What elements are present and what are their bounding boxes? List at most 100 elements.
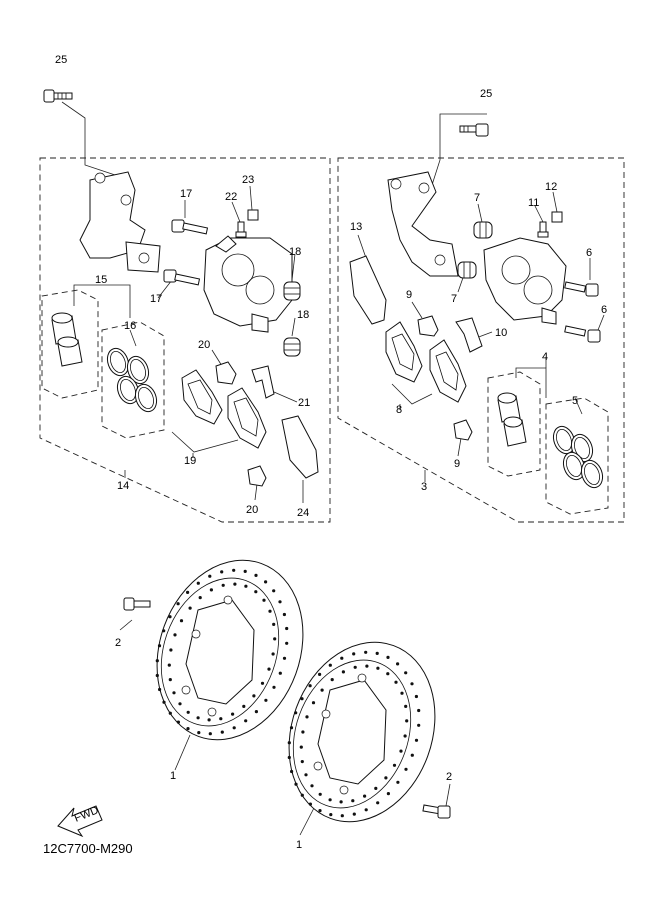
bleed-cap-right — [551, 211, 563, 223]
bleed-screw-right — [537, 221, 549, 238]
disc-hole — [364, 808, 368, 812]
callout-7: 7 — [451, 293, 457, 305]
disc-hole — [155, 659, 159, 663]
disc-hole — [290, 769, 294, 774]
disc-hole — [172, 691, 176, 695]
disc-hole — [404, 767, 408, 771]
disc-hole — [252, 694, 256, 698]
disc-hole — [198, 596, 202, 600]
pad-support-left — [251, 365, 275, 399]
disc-hole — [404, 704, 408, 709]
disc-hole — [167, 663, 171, 667]
disc-hole — [329, 813, 333, 817]
disc-hole — [330, 678, 334, 682]
seal-kit-box-left — [101, 321, 165, 439]
callout-6: 6 — [601, 304, 607, 316]
disc-hole — [410, 682, 414, 686]
callout-1: 1 — [296, 839, 302, 851]
seals-left — [106, 347, 158, 413]
callout-25: 25 — [55, 54, 67, 66]
pin-boot-upper-right — [473, 221, 493, 239]
disc-hole — [289, 726, 294, 730]
caliper-mounting-bolt-right — [459, 123, 489, 137]
disc-hole — [264, 698, 268, 702]
disc-hole — [260, 681, 265, 685]
disc-hole — [417, 723, 421, 727]
callout-15: 15 — [95, 274, 107, 286]
disc-bolt-left — [123, 597, 151, 611]
disc-hole — [168, 615, 172, 619]
callout-7: 7 — [474, 192, 480, 204]
disc-hole — [196, 581, 200, 585]
brake-pad-set-left — [181, 369, 267, 449]
disc-hole — [254, 710, 258, 714]
disc-hole — [363, 794, 367, 798]
callout-16: 16 — [124, 320, 136, 332]
disc-hole — [233, 582, 237, 586]
callout-13: 13 — [350, 221, 362, 233]
callout-24: 24 — [297, 507, 309, 519]
disc-hole — [320, 688, 324, 692]
disc-hole — [208, 732, 212, 736]
disc-hole — [155, 673, 159, 678]
disc-hole — [399, 749, 403, 753]
disc-hole — [300, 793, 304, 797]
disc-hole — [232, 726, 236, 730]
callout-25: 25 — [480, 88, 492, 100]
disc-hole — [285, 626, 289, 631]
disc-hole — [242, 704, 246, 709]
disc-hole — [318, 672, 322, 677]
piston-set-box-right — [487, 371, 541, 477]
brake-disc-left — [155, 559, 304, 741]
seals-right — [552, 425, 604, 489]
disc-hole — [318, 792, 322, 796]
caliper-body-left — [203, 235, 293, 333]
disc-hole — [186, 727, 190, 731]
pad-support-right — [455, 317, 483, 353]
disc-hole — [278, 671, 282, 675]
callout-23: 23 — [242, 174, 254, 186]
disc-hole — [267, 667, 271, 671]
diagram-code: 12C7700-M290 — [43, 841, 133, 856]
caliper-pin-upper-right — [564, 281, 599, 297]
disc-hole — [396, 662, 400, 666]
caliper-body-right — [483, 237, 567, 325]
disc-hole — [209, 588, 213, 592]
disc-hole — [271, 652, 275, 656]
disc-hole — [243, 569, 247, 574]
disc-hole — [188, 606, 192, 610]
disc-hole — [221, 583, 225, 587]
pistons-right — [497, 392, 527, 447]
disc-hole — [186, 710, 190, 714]
disc-hole — [353, 665, 357, 669]
disc-hole — [392, 763, 397, 767]
disc-hole — [351, 799, 355, 803]
callout-19: 19 — [184, 455, 196, 467]
disc-hole — [410, 753, 414, 757]
disc-hole — [375, 651, 379, 656]
disc-hole — [244, 719, 248, 723]
disc-hole — [178, 702, 182, 706]
disc-hole — [404, 671, 408, 675]
callout-18: 18 — [289, 246, 301, 258]
disc-hole — [272, 589, 276, 593]
disc-hole — [272, 685, 276, 689]
disc-hole — [310, 784, 314, 788]
disc-hole — [318, 809, 322, 813]
disc-hole — [376, 666, 380, 670]
callout-6: 6 — [586, 247, 592, 259]
disc-bolt-right — [422, 804, 451, 819]
disc-hole — [169, 648, 173, 652]
disc-hole — [384, 776, 388, 780]
disc-hole — [208, 574, 212, 578]
disc-hole — [232, 568, 236, 572]
disc-hole — [220, 730, 224, 734]
disc-hole — [300, 697, 304, 701]
pad-spring-lower-right — [453, 419, 473, 441]
callout-labels: 25 25 17 23 22 18 17 15 18 16 20 21 19 1… — [55, 54, 607, 851]
callout-12: 12 — [545, 181, 557, 193]
disc-hole — [305, 715, 309, 719]
disc-hole — [173, 633, 177, 637]
disc-hole — [282, 612, 286, 617]
